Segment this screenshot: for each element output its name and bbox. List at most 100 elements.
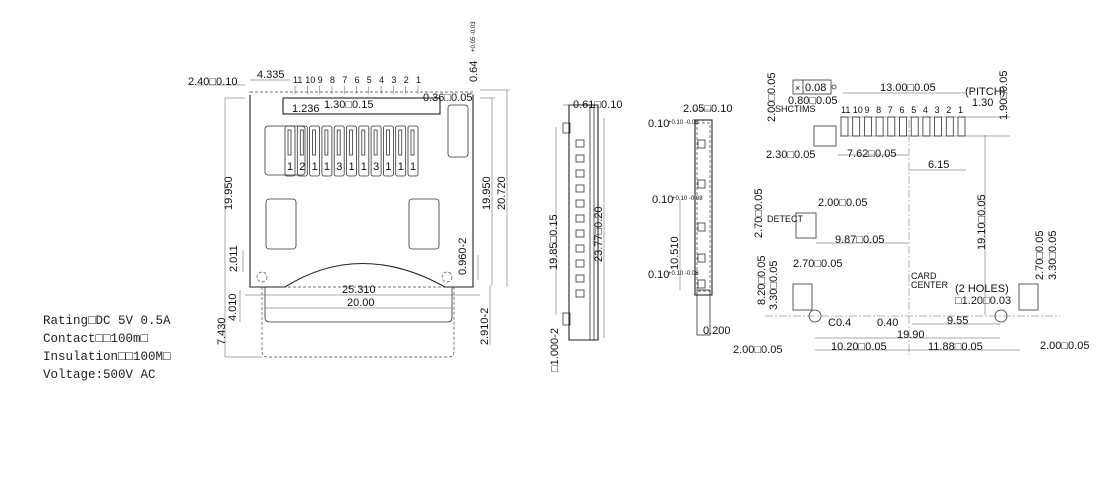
pin-number: 11 <box>293 75 302 85</box>
dim-19-10: 19.10□0.05 <box>976 194 988 250</box>
dim-0-10-c: 0.10 <box>648 269 669 281</box>
contact-spring <box>324 129 329 156</box>
contact-spring <box>287 129 292 156</box>
dim-2-40: 2.40□0.10 <box>188 76 237 88</box>
dim-2-30: 2.30□0.05 <box>766 149 815 161</box>
side-contact <box>575 229 585 238</box>
pad-number: 9 <box>864 105 869 115</box>
contact-pad <box>899 116 907 137</box>
contact-pad <box>922 116 931 137</box>
pad-number: 3 <box>935 105 940 115</box>
pad-number: 5 <box>911 105 916 115</box>
pad-number: 6 <box>900 105 905 115</box>
dim-11-88: 11.88□0.05 <box>928 341 983 353</box>
contact-label: 1 <box>361 161 367 173</box>
side-peg-top <box>562 122 571 134</box>
pin-number: 9 <box>318 75 323 85</box>
contact-label: 2 <box>299 161 305 173</box>
side-contact <box>575 169 585 178</box>
side-contact <box>575 139 585 148</box>
left-mount-pad <box>792 283 813 311</box>
contact-slot <box>395 125 407 177</box>
pad-number: 1 <box>958 105 963 115</box>
dim-1-000: □1.000-2 <box>549 328 561 372</box>
contact-pad <box>875 116 884 137</box>
contact-label: 3 <box>373 161 379 173</box>
dim-10-510: 10.510 <box>669 236 681 270</box>
dim-2-00-detect: 2.00□0.05 <box>818 197 867 209</box>
detect-label: DETECT <box>767 214 804 224</box>
dim-9-87: 9.87□0.05 <box>835 234 884 246</box>
dim-7-62: 7.62□0.05 <box>847 148 896 160</box>
contact-spring <box>385 129 390 156</box>
contact-slot <box>321 125 333 177</box>
dim-2-910: 2.910-2 <box>479 308 491 345</box>
dim-1-30: 1.30□0.15 <box>324 99 373 111</box>
side-contact <box>575 214 585 223</box>
side-contact <box>575 244 585 253</box>
dim-0-64: 0.64 <box>468 61 480 82</box>
contact-spring <box>361 129 366 156</box>
contact-spring <box>373 129 378 156</box>
position-symbol: × <box>795 83 800 93</box>
contact-spring <box>336 129 341 156</box>
end-body <box>694 119 713 296</box>
spec-voltage: Voltage:500V AC <box>43 368 156 382</box>
dim-1-90: 1.90□0.05 <box>998 71 1010 120</box>
contact-pad <box>910 116 919 137</box>
contact-spring <box>299 129 304 156</box>
contact-label: 1 <box>324 161 330 173</box>
left-lower-latch <box>265 198 297 250</box>
side-body <box>568 104 599 341</box>
dim-0-61: 0.61□0.10 <box>573 99 622 111</box>
dim-4-010: 4.010 <box>227 293 239 321</box>
dim-3-30-left: 3.30□0.05 <box>768 261 780 310</box>
card-center-label-2: CENTER <box>911 280 949 290</box>
dim-19-85: 19.85□0.15 <box>548 214 560 270</box>
pad-number: 10 <box>853 105 863 115</box>
spec-contact: Contact□□100m□ <box>43 332 149 346</box>
contact-slot <box>309 125 321 177</box>
contact-label: 1 <box>398 161 404 173</box>
dim-19-950-left: 19.950 <box>223 176 235 210</box>
contact-slot <box>382 125 394 177</box>
contact-spring <box>398 129 403 156</box>
left-latch <box>264 125 306 176</box>
card-slot <box>264 287 453 323</box>
hole-diameter: □1.20□0.03 <box>955 295 1011 307</box>
pin-number: 5 <box>367 75 372 85</box>
dim-19-90: 19.90 <box>897 329 925 341</box>
pin-number: 7 <box>342 75 347 85</box>
card-center-label-1: CARD <box>911 271 937 281</box>
tolerance-frame <box>792 79 832 95</box>
dim-0-10-b-tol: +0.10 -0.08 <box>672 196 703 202</box>
side-contacts <box>575 139 585 298</box>
pin-number: 6 <box>355 75 360 85</box>
dim-0-10-c-tol: +0.10 -0.08 <box>668 271 699 277</box>
dim-8-20: 8.20□0.05 <box>756 256 768 305</box>
contact-spring <box>349 129 353 156</box>
dim-0-200: 0.200 <box>703 325 731 337</box>
contact-slot <box>358 125 370 177</box>
contact-pad <box>840 116 849 137</box>
dim-2-00-right: 2.00□0.05 <box>1040 340 1089 352</box>
dim-0-960: 0.960-2 <box>457 238 469 275</box>
left-peg <box>256 271 268 283</box>
pin-number: 2 <box>404 75 409 85</box>
dim-0-80: 0.80□0.05 <box>788 95 837 107</box>
contact-pad <box>852 116 861 137</box>
contact-pad <box>934 116 942 137</box>
dim-0-10-b: 0.10 <box>652 194 673 206</box>
pad-number: 7 <box>888 105 893 115</box>
switch-label: SHCTIMS <box>775 104 816 114</box>
pad-number: 2 <box>946 105 951 115</box>
end-view: 2.05□0.10 0.10 +0.10 -0.08 0.10 +0.10 -0… <box>648 103 732 337</box>
contact-label: 1 <box>349 161 355 173</box>
pitch-value: 1.30 <box>972 97 993 109</box>
contact-label: 3 <box>336 161 342 173</box>
